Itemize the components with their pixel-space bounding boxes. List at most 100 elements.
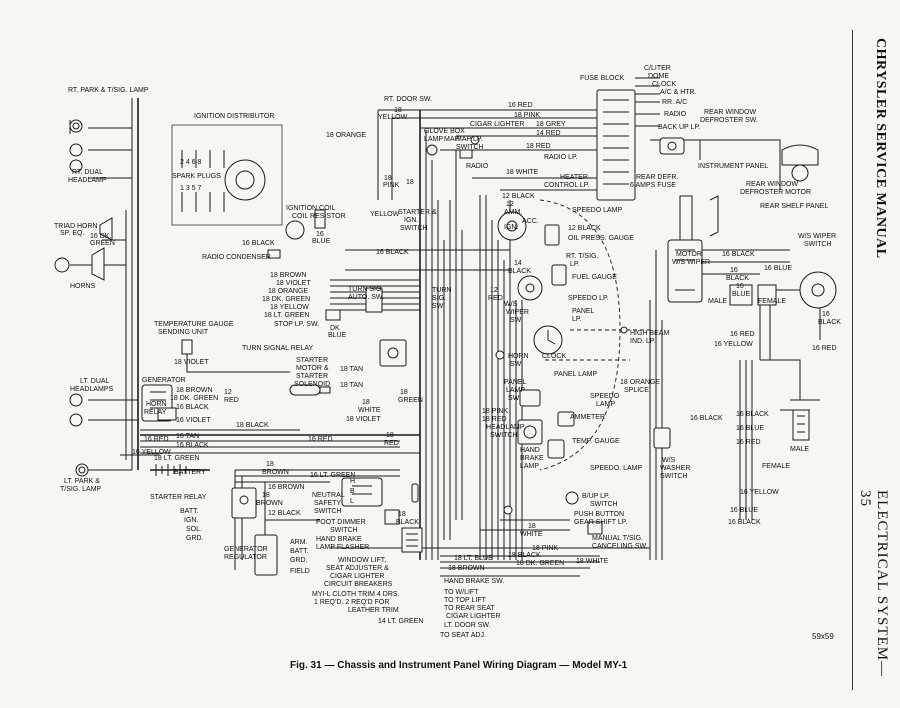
label-black-ws-2: BLACK <box>726 275 749 282</box>
label-12-gen: 12 <box>224 389 232 396</box>
horn-relay <box>157 407 177 421</box>
label-rear-motor-2: DEFROSTER MOTOR <box>740 189 811 196</box>
label-splice: SPLICE <box>624 387 649 394</box>
label-tsig-lamp: T/SIG. LAMP <box>60 486 102 493</box>
label-18-brown-3: 18 <box>266 461 274 468</box>
label-speedo-lamp: SPEEDO LAMP <box>572 207 623 214</box>
label-myl-2: 1 REQ'D. 2 REQ'D FOR <box>314 599 389 606</box>
label-green-2: GREEN <box>398 397 423 404</box>
label-16: 16 <box>316 231 324 238</box>
label-clock: CLOCK <box>542 353 566 360</box>
label-16-violet: 16 VIOLET <box>176 417 211 424</box>
label-18-orange-mid: 18 ORANGE <box>326 132 366 139</box>
label-16-black-b: 16 BLACK <box>176 404 209 411</box>
label-to-toplift: TO TOP LIFT <box>444 597 487 604</box>
label-glove-box-2: LAMP <box>424 136 443 143</box>
label-control-lp: CONTROL LP. <box>544 182 590 189</box>
manual-tsig-canceling-switch <box>587 521 603 535</box>
label-16-yellow: 16 YELLOW <box>132 449 171 456</box>
label-rear-window-1: REAR WINDOW <box>704 109 757 116</box>
label-16-black-wa-2: 16 BLACK <box>728 519 761 526</box>
page-rule <box>852 30 853 690</box>
label-starter-4: SOLENOID <box>294 381 330 388</box>
label-red-3: RED <box>384 440 399 447</box>
label-headlamps: HEADLAMPS <box>70 386 114 393</box>
push-button-gear-shift <box>503 505 513 515</box>
label-16-ws-blue: 16 <box>736 283 744 290</box>
label-radio-lp: RADIO LP. <box>544 154 578 161</box>
label-16-black-wa: 16 BLACK <box>690 415 723 422</box>
label-hand-brake-sw: HAND BRAKE SW. <box>444 578 504 585</box>
label-manual-tsig-2: CANCELING SW. <box>592 543 648 550</box>
label-18-red-2: 18 RED <box>482 416 507 423</box>
label-generator: GENERATOR <box>142 377 186 384</box>
label-sol: SOL. <box>186 526 202 533</box>
label-sp-eq: SP. EQ. <box>60 230 84 237</box>
label-temp-gauge: TEMPERATURE GAUGE <box>154 321 234 328</box>
label-white: WHITE <box>358 407 381 414</box>
label-motor-1: MOTOR <box>676 251 702 258</box>
label-18-brown-gen: 18 BROWN <box>176 387 213 394</box>
label-h: H <box>350 478 355 485</box>
label-coil-resistor: COIL RESISTOR <box>292 213 346 220</box>
label-black-3: BLACK <box>396 519 419 526</box>
label-turn-signal-relay: TURN SIGNAL RELAY <box>242 345 314 352</box>
label-18-yellow: 18 YELLOW <box>270 304 309 311</box>
headlamp-switch <box>517 419 543 445</box>
label-firing-bottom: 1 3 5 7 <box>180 185 202 192</box>
label-starter-ign-1: STARTER & <box>398 209 437 216</box>
label-batt: BATT. <box>180 508 199 515</box>
label-red: RED <box>488 295 503 302</box>
figure-code: 59x59 <box>812 632 834 641</box>
starter-relay-comp <box>231 487 257 519</box>
label-16-black-ws-4: 16 BLACK <box>736 411 769 418</box>
label-lt-dual: LT. DUAL <box>80 378 110 385</box>
panel-lamp-switch <box>519 389 541 407</box>
label-16-red-ws-2: 16 RED <box>812 345 837 352</box>
label-stop-lp-sw: STOP LP. SW. <box>274 321 319 328</box>
label-horn: HORN <box>146 401 167 408</box>
label-18-pink: 18 <box>384 175 392 182</box>
label-to-rear-seat-2: CIGAR LIGHTER <box>446 613 500 620</box>
foot-dimmer-switch <box>384 509 400 525</box>
label-gen-reg-1: GENERATOR <box>224 546 268 553</box>
label-panel-2: LP. <box>572 316 582 323</box>
label-window-lift-3: CIGAR LIGHTER <box>330 573 384 580</box>
label-18-pink-3: 18 PINK <box>532 545 558 552</box>
label-16-black-mid: 16 BLACK <box>376 249 409 256</box>
label-hand-2: BRAKE <box>520 455 544 462</box>
label-lt-door-sw: LT. DOOR SW. <box>444 622 491 629</box>
label-16-ws-2: 16 <box>730 267 738 274</box>
wiper-connectors <box>729 284 810 441</box>
battery <box>150 464 210 476</box>
label-12: 12 <box>506 201 514 208</box>
label-ws-wiper-sw-1: W/S WIPER <box>798 233 836 240</box>
hand-brake-flasher <box>411 483 419 503</box>
label-ws-2: WIPER <box>506 309 529 316</box>
label-acc: ACC. <box>522 218 539 225</box>
label-18-violet-b: 18 VIOLET <box>276 280 311 287</box>
label-to-seat-adj: TO SEAT ADJ. <box>440 632 486 639</box>
label-18-grey: 18 GREY <box>536 121 566 128</box>
label-amm: AMM. <box>504 209 522 216</box>
label-temp-gauge-2: TEMP. GAUGE <box>572 438 620 445</box>
wiper-motor <box>667 195 719 303</box>
starter-ign-switch <box>497 211 527 241</box>
label-window-lift-1: WINDOW LIFT, <box>338 557 386 564</box>
label-myl-1: MYI-L CLOTH TRIM 4 DRS. <box>312 591 400 598</box>
label-lt-park: LT. PARK & <box>64 478 100 485</box>
label-female: FEMALE <box>758 298 786 305</box>
label-18-red: 18 RED <box>526 143 551 150</box>
label-hand-3: LAMP <box>520 463 539 470</box>
label-motor-2: W/S WIPER <box>672 259 710 266</box>
label-c-liter: C/LITER <box>644 65 671 72</box>
label-18-tan-2: 18 TAN <box>340 382 363 389</box>
label-turn-2: SIG. <box>432 295 446 302</box>
label-ws-wiper-sw-2: SWITCH <box>804 241 832 248</box>
label-16-blue-wa-2: 16 BLUE <box>730 507 758 514</box>
label-12-red: 12 <box>490 287 498 294</box>
label-horn-sw-1: HORN <box>508 353 529 360</box>
label-fuse-block: FUSE BLOCK <box>580 75 625 82</box>
label-rear-motor-1: REAR WINDOW <box>746 181 799 188</box>
